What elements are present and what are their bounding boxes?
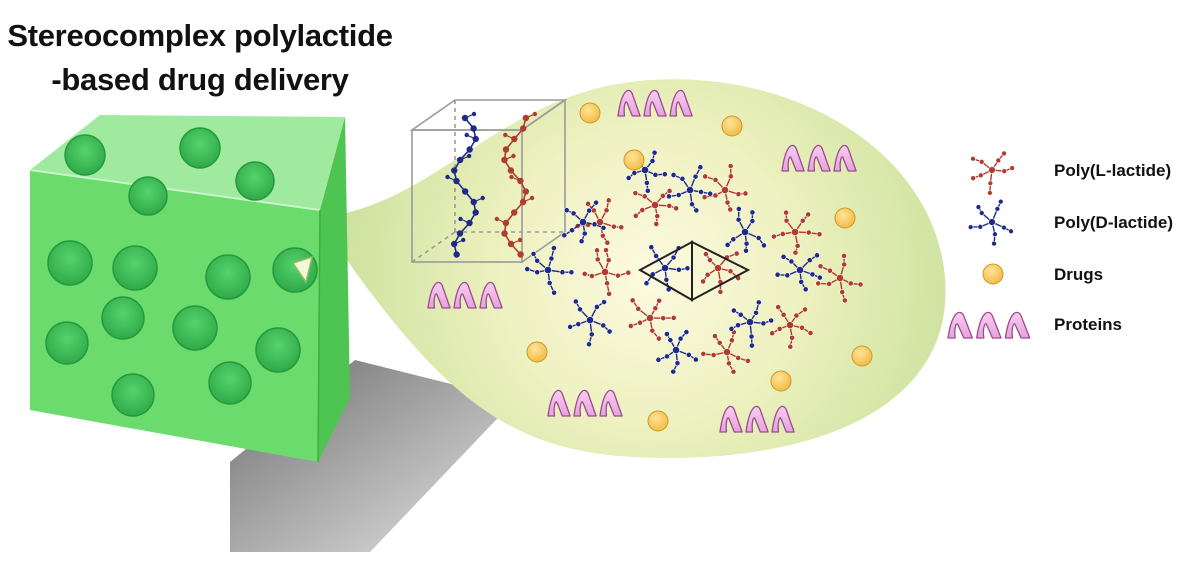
carrier-particle: [128, 176, 168, 216]
cube-side-face: [318, 117, 350, 462]
drug-particles: [526, 102, 873, 432]
drug-particle: [721, 115, 743, 137]
protein-icon: [947, 311, 1031, 339]
legend-label-drugs: Drugs: [1054, 265, 1103, 284]
plla-molecule: [769, 304, 814, 350]
carrier-particle: [45, 321, 89, 365]
pdla-molecule: [643, 244, 691, 293]
carrier-particle: [64, 134, 106, 176]
protein-ribbons: [427, 89, 857, 433]
drug-particle: [647, 410, 669, 432]
plla-molecule: [700, 329, 751, 375]
legend-icons: [947, 150, 1031, 339]
plla-molecule: [701, 163, 749, 213]
carrier-particle: [235, 161, 275, 201]
pdla-molecule: [567, 298, 613, 348]
pdla-molecule: [561, 199, 607, 245]
legend-label-pdla: Poly(D-lactide): [1054, 213, 1173, 232]
carrier-particle: [205, 254, 251, 300]
drug-icon: [982, 263, 1004, 285]
pdla-helix: [445, 111, 485, 258]
carrier-particle: [179, 127, 221, 169]
drug-particle: [834, 207, 856, 229]
plla-molecule: [771, 209, 823, 256]
legend-label-proteins: Proteins: [1054, 315, 1122, 334]
drug-particle: [770, 370, 792, 392]
legend: Poly(L-lactide) Poly(D-lactide) Drugs Pr…: [947, 150, 1173, 339]
carrier-particle: [208, 361, 252, 405]
pdla-molecule-icon: [967, 198, 1014, 247]
pdla-molecule: [724, 206, 767, 254]
carrier-particle: [111, 373, 155, 417]
pdla-molecule: [666, 164, 714, 214]
protein-ribbon: [617, 89, 693, 117]
protein-ribbon: [427, 281, 503, 309]
carrier-particle: [112, 245, 158, 291]
drug-particle: [623, 149, 645, 171]
carrier-particle: [47, 240, 93, 286]
carrier-particle: [255, 327, 301, 373]
carrier-particle: [172, 305, 218, 351]
zoom-bubble: [318, 79, 946, 458]
plla-molecule-icon: [970, 150, 1015, 196]
title-line-2: -based drug delivery: [51, 62, 349, 97]
plla-molecule: [632, 188, 680, 227]
protein-ribbon: [719, 405, 795, 433]
plla-molecule: [581, 247, 632, 297]
plla-helix: [494, 111, 538, 258]
protein-ribbon: [547, 389, 623, 417]
drug-particle: [851, 345, 873, 367]
cube-particles: [45, 127, 318, 417]
protein-ribbon: [781, 144, 857, 172]
drug-particle: [579, 102, 601, 124]
helical-chains: [445, 111, 538, 258]
title-line-1: Stereocomplex polylactide: [7, 18, 393, 53]
pdla-molecule: [728, 299, 775, 349]
carrier-particle: [272, 247, 318, 293]
selected-particle-highlight: [291, 255, 314, 284]
plla-molecule: [574, 197, 625, 246]
legend-label-plla: Poly(L-lactide): [1054, 161, 1171, 180]
pdla-molecule: [655, 329, 699, 375]
stereocomplex-molecules: [524, 149, 864, 375]
pdla-molecule: [524, 245, 575, 296]
carrier-particle: [101, 296, 145, 340]
plla-molecule: [815, 253, 864, 304]
pdla-molecule: [774, 252, 823, 293]
drug-particle: [526, 341, 548, 363]
cube-front-face: [30, 170, 320, 462]
plla-molecule: [627, 297, 677, 342]
page-title: Stereocomplex polylactide -based drug de…: [0, 14, 400, 102]
stereocomplex-crystal-cell: [637, 240, 751, 302]
